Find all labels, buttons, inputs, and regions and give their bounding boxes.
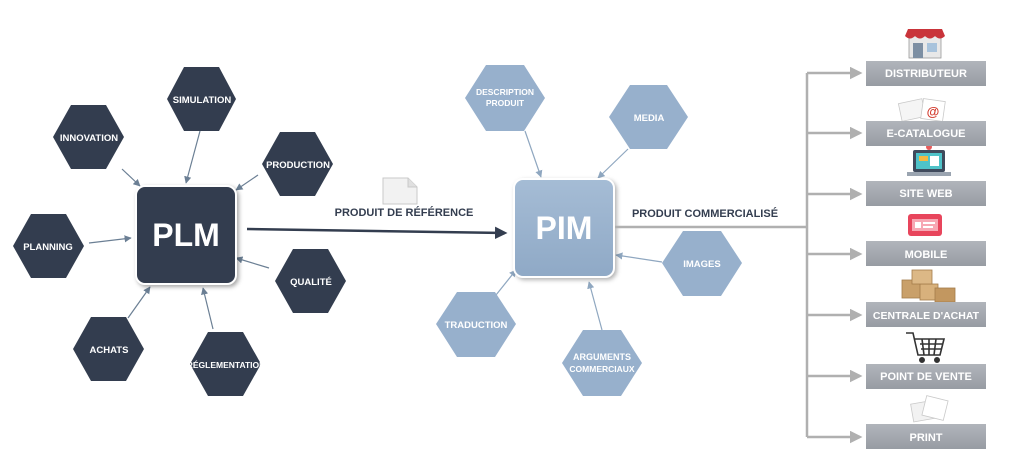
ecatalogue-icon: @ (897, 98, 946, 122)
hex-qualite-label: QUALITÉ (290, 277, 332, 288)
plm-label: PLM (152, 217, 220, 253)
hex-achats-label: ACHATS (90, 345, 129, 356)
hex-arguments-label-1: ARGUMENTS (573, 352, 631, 362)
hex-traduction: TRADUCTION (436, 292, 516, 357)
store-icon (905, 29, 945, 59)
mobile-icon (908, 214, 942, 236)
output-label: PRODUIT COMMERCIALISÉ (632, 207, 778, 220)
link-label: PRODUIT DE RÉFÉRENCE (335, 206, 474, 219)
hex-images: IMAGES (662, 231, 742, 296)
pim-connectors (495, 130, 663, 331)
document-icon (382, 177, 418, 205)
hex-production-label: PRODUCTION (266, 160, 330, 171)
channel-centrale: CENTRALE D'ACHAT (866, 302, 986, 327)
plm-box: PLM (135, 185, 237, 285)
hex-media-label: MEDIA (634, 113, 665, 124)
channel-centrale-label: CENTRALE D'ACHAT (873, 310, 980, 322)
hex-reglementation: RÉGLEMENTATION (187, 332, 266, 396)
hex-traduction-label: TRADUCTION (445, 320, 508, 331)
plm-to-pim-arrow (246, 226, 508, 240)
channel-siteweb-label: SITE WEB (899, 188, 952, 200)
hex-simulation: SIMULATION (167, 67, 236, 131)
hex-planning-label: PLANNING (23, 242, 73, 253)
pim-label: PIM (536, 210, 593, 246)
channel-distributeur: DISTRIBUTEUR (866, 61, 986, 86)
hex-arguments-commerciaux: ARGUMENTS COMMERCIAUX (562, 330, 642, 396)
hex-innovation-label: INNOVATION (60, 133, 118, 144)
hex-images-label: IMAGES (683, 259, 720, 270)
svg-text:@: @ (927, 104, 940, 119)
print-icon (910, 395, 949, 423)
hex-description-produit: DESCRIPTION PRODUIT (465, 65, 545, 131)
boxes-icon (901, 269, 956, 303)
shopping-cart-icon (906, 332, 946, 363)
hex-description-label-2: PRODUIT (486, 98, 525, 108)
channel-print-label: PRINT (910, 432, 943, 444)
hex-description-label-1: DESCRIPTION (476, 87, 534, 97)
hex-arguments-label-2: COMMERCIAUX (569, 364, 634, 374)
hex-qualite: QUALITÉ (275, 249, 346, 313)
channel-pointdevente: POINT DE VENTE (866, 364, 986, 389)
channel-ecatalogue: E-CATALOGUE (866, 121, 986, 146)
channel-ecatalogue-label: E-CATALOGUE (886, 128, 965, 140)
channel-pointdevente-label: POINT DE VENTE (880, 371, 972, 383)
hex-media: MEDIA (609, 85, 688, 149)
channel-mobile-label: MOBILE (905, 249, 948, 261)
channel-connectors (615, 66, 863, 444)
pim-box: PIM (513, 178, 615, 278)
website-icon (907, 144, 951, 176)
channel-mobile: MOBILE (866, 241, 986, 266)
hex-simulation-label: SIMULATION (173, 95, 232, 106)
hex-achats: ACHATS (73, 317, 144, 381)
hex-production: PRODUCTION (262, 132, 333, 196)
channel-siteweb: SITE WEB (866, 181, 986, 206)
hex-innovation: INNOVATION (53, 105, 124, 169)
channel-print: PRINT (866, 424, 986, 449)
channel-distributeur-label: DISTRIBUTEUR (885, 68, 967, 80)
hex-reglementation-label: RÉGLEMENTATION (187, 360, 266, 370)
plm-connectors (88, 130, 270, 330)
hex-planning: PLANNING (13, 214, 84, 278)
